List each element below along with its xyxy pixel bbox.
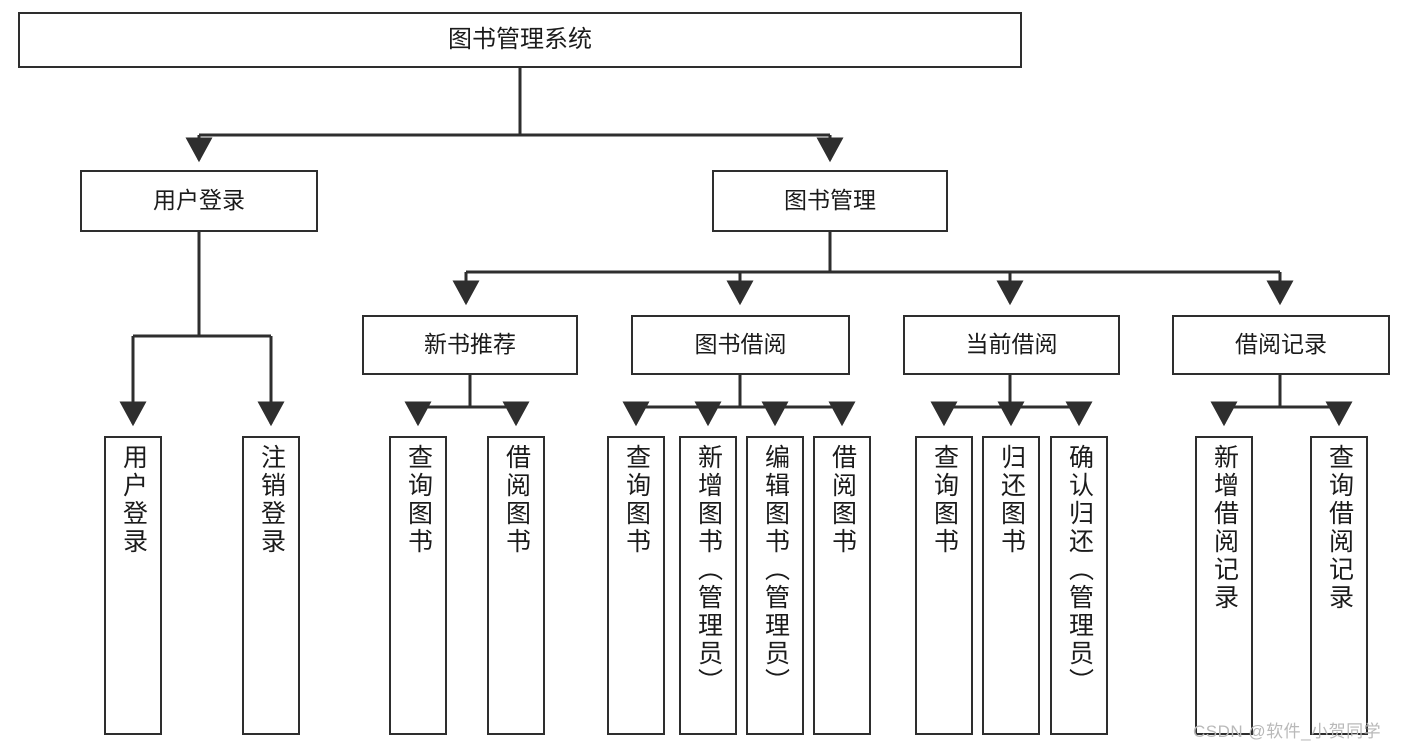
node-label: 确认归还（管理员） <box>1065 444 1094 696</box>
node-label: 新增借阅记录 <box>1210 444 1239 612</box>
node-borrow-record[interactable]: 借阅记录 <box>1172 315 1390 375</box>
node-label: 用户登录 <box>119 444 148 556</box>
node-root-system[interactable]: 图书管理系统 <box>18 12 1022 68</box>
node-label: 查询图书 <box>622 444 651 556</box>
node-new-book-recommend[interactable]: 新书推荐 <box>362 315 578 375</box>
node-current-borrow[interactable]: 当前借阅 <box>903 315 1120 375</box>
node-label: 新增图书（管理员） <box>694 444 723 696</box>
leaf-borrow-edit-book-admin[interactable]: 编辑图书（管理员） <box>746 436 804 735</box>
leaf-record-query-record[interactable]: 查询借阅记录 <box>1310 436 1368 735</box>
node-label: 借阅图书 <box>502 444 531 556</box>
leaf-borrow-query-book[interactable]: 查询图书 <box>607 436 665 735</box>
node-label: 用户登录 <box>153 187 245 214</box>
leaf-current-query-book[interactable]: 查询图书 <box>915 436 973 735</box>
node-label: 图书管理 <box>784 187 876 214</box>
leaf-borrow-borrow-book[interactable]: 借阅图书 <box>813 436 871 735</box>
csdn-watermark: CSDN @软件_小贺同学 <box>1193 722 1382 741</box>
leaf-record-add-record[interactable]: 新增借阅记录 <box>1195 436 1253 735</box>
node-label: 图书管理系统 <box>448 25 592 53</box>
node-book-borrow[interactable]: 图书借阅 <box>631 315 850 375</box>
leaf-recommend-borrow-book[interactable]: 借阅图书 <box>487 436 545 735</box>
node-label: 查询图书 <box>930 444 959 556</box>
node-label: 新书推荐 <box>424 331 516 358</box>
node-label: 借阅记录 <box>1235 331 1327 358</box>
leaf-current-return-book[interactable]: 归还图书 <box>982 436 1040 735</box>
node-label: 查询借阅记录 <box>1325 444 1354 612</box>
leaf-user-login-logout[interactable]: 注销登录 <box>242 436 300 735</box>
node-user-login[interactable]: 用户登录 <box>80 170 318 232</box>
node-label: 当前借阅 <box>965 331 1058 358</box>
node-label: 查询图书 <box>404 444 433 556</box>
node-book-management[interactable]: 图书管理 <box>712 170 948 232</box>
leaf-borrow-add-book-admin[interactable]: 新增图书（管理员） <box>679 436 737 735</box>
leaf-user-login-login[interactable]: 用户登录 <box>104 436 162 735</box>
leaf-current-confirm-return-admin[interactable]: 确认归还（管理员） <box>1050 436 1108 735</box>
node-label: 编辑图书（管理员） <box>761 444 790 696</box>
node-label: 注销登录 <box>257 444 286 556</box>
node-label: 借阅图书 <box>828 444 857 556</box>
leaf-recommend-query-book[interactable]: 查询图书 <box>389 436 447 735</box>
node-label: 归还图书 <box>997 444 1026 556</box>
node-label: 图书借阅 <box>694 331 787 358</box>
